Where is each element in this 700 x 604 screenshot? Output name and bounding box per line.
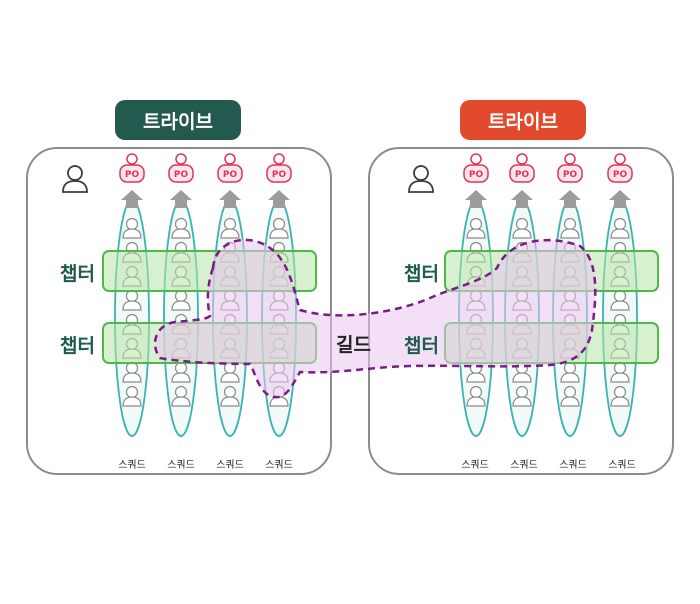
tribe-lead-icon [408,165,434,193]
up-arrow-icon [268,190,290,208]
po-icon [217,164,243,183]
tribe-lead-icon [62,165,88,193]
po-icon [607,164,633,183]
squad-label: 스쿼드 [461,460,489,471]
up-arrow-icon [465,190,487,208]
po-icon [224,153,236,165]
guild-label: 길드 [336,334,371,356]
po-icon [266,164,292,183]
po-icon [614,153,626,165]
po-label: PO [272,170,287,180]
squad-label: 스쿼드 [559,460,587,471]
up-arrow-icon [559,190,581,208]
squad-label: 스쿼드 [216,460,244,471]
po-label: PO [125,170,140,180]
squad-label: 스쿼드 [265,460,293,471]
squad-label: 스쿼드 [118,460,146,471]
po-label: PO [613,170,628,180]
chapter-label: 챕터 [404,335,439,357]
po-icon [119,164,145,183]
chapter-label: 챕터 [60,263,95,285]
po-icon [463,164,489,183]
up-arrow-icon [121,190,143,208]
po-icon [564,153,576,165]
up-arrow-icon [170,190,192,208]
tribe-badge-right: 트라이브 [460,100,586,140]
po-label: PO [469,170,484,180]
po-icon [273,153,285,165]
po-label: PO [563,170,578,180]
po-label: PO [515,170,530,180]
po-icon [557,164,583,183]
squad-label: 스쿼드 [167,460,195,471]
squad-label: 스쿼드 [608,460,636,471]
tribe-badge-left: 트라이브 [115,100,241,140]
po-icon [168,164,194,183]
up-arrow-icon [609,190,631,208]
po-icon [509,164,535,183]
po-label: PO [174,170,189,180]
up-arrow-icon [219,190,241,208]
up-arrow-icon [511,190,533,208]
chapter-label: 챕터 [60,335,95,357]
chapter-label: 챕터 [404,263,439,285]
po-label: PO [223,170,238,180]
squad-label: 스쿼드 [510,460,538,471]
po-icon [175,153,187,165]
po-icon [516,153,528,165]
po-icon [470,153,482,165]
guild-outline [153,238,597,399]
po-icon [126,153,138,165]
